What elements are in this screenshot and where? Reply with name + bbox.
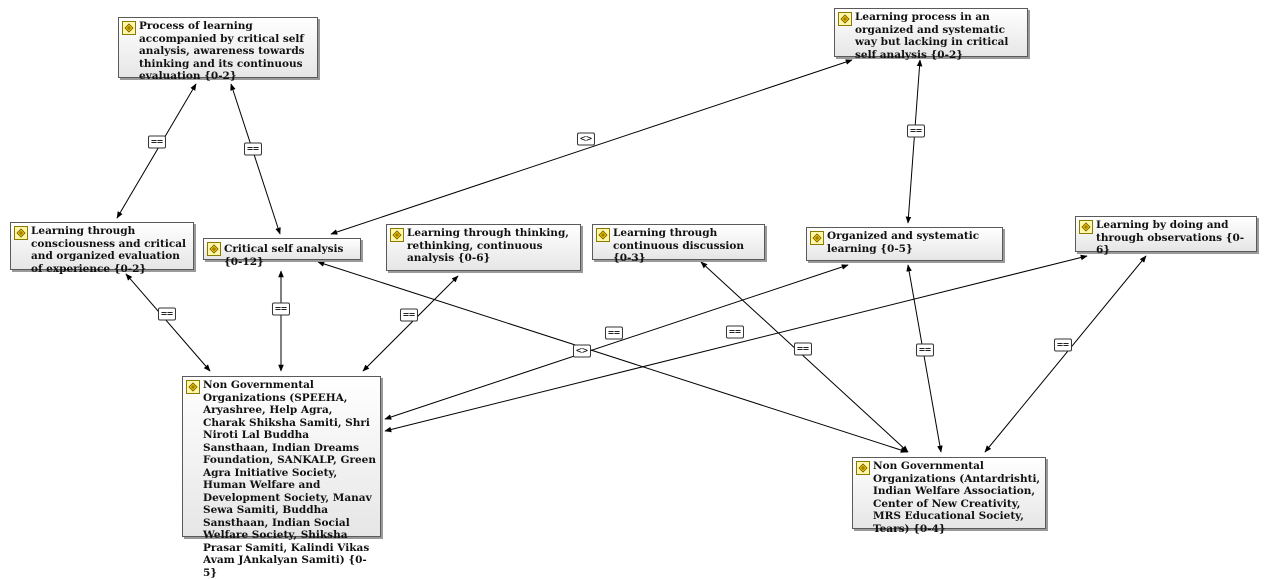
node-doing[interactable]: Learning by doing and through observatio… bbox=[1075, 216, 1257, 256]
edge-process_learning-critical_self bbox=[230, 83, 281, 235]
node-label: Learning through continuous discussion {… bbox=[613, 227, 745, 264]
node-thinking[interactable]: Learning through thinking, rethinking, c… bbox=[386, 224, 581, 271]
edge-label: == bbox=[793, 342, 813, 356]
code-icon bbox=[390, 228, 404, 242]
node-label: Learning through consciousness and criti… bbox=[31, 225, 187, 275]
node-process-learning[interactable]: Process of learning accompanied by criti… bbox=[118, 17, 318, 82]
edge-doing-ngo1 bbox=[384, 254, 1088, 433]
node-organized-lacking[interactable]: Learning process in an organized and sys… bbox=[834, 8, 1028, 61]
node-consciousness[interactable]: Learning through consciousness and criti… bbox=[10, 222, 194, 275]
edge-label: == bbox=[725, 325, 745, 339]
edge-label: == bbox=[243, 142, 263, 156]
node-ngo-group-1[interactable]: Non Governmental Organizations (SPEEHA, … bbox=[182, 376, 381, 579]
code-icon bbox=[14, 226, 28, 240]
edge-label: <> bbox=[572, 344, 592, 358]
node-label: Non Governmental Organizations (Antardri… bbox=[873, 460, 1041, 535]
code-icon bbox=[856, 461, 870, 475]
node-label: Learning process in an organized and sys… bbox=[855, 11, 1009, 61]
edge-label: <> bbox=[576, 132, 596, 146]
code-icon bbox=[596, 228, 610, 242]
edge-organized_learning-ngo2 bbox=[906, 264, 943, 453]
node-label: Process of learning accompanied by criti… bbox=[139, 20, 305, 82]
code-icon bbox=[122, 21, 136, 35]
node-label: Organized and systematic learning {0-5} bbox=[827, 230, 980, 255]
edge-organized_lacking-critical_self bbox=[330, 59, 853, 235]
code-icon bbox=[207, 242, 221, 256]
edge-critical_self-ngo2 bbox=[317, 261, 908, 453]
edge-label: == bbox=[157, 307, 177, 321]
edge-consciousness-ngo1 bbox=[125, 273, 211, 372]
edge-label: == bbox=[604, 326, 624, 340]
code-icon bbox=[810, 231, 824, 245]
edge-doing-ngo2 bbox=[984, 255, 1147, 453]
code-icon bbox=[186, 380, 200, 394]
edges-layer bbox=[116, 59, 1147, 453]
edge-label: == bbox=[1053, 338, 1073, 352]
code-icon bbox=[838, 12, 852, 26]
edge-thinking-ngo1 bbox=[362, 275, 459, 372]
edge-process_learning-consciousness bbox=[116, 83, 197, 219]
edge-label: == bbox=[271, 302, 291, 316]
edge-organized_lacking-organized_learning bbox=[905, 59, 923, 224]
node-label: Non Governmental Organizations (SPEEHA, … bbox=[203, 379, 376, 579]
edge-label: == bbox=[399, 308, 419, 322]
edge-label: == bbox=[147, 135, 167, 149]
node-label: Learning by doing and through observatio… bbox=[1096, 219, 1245, 256]
node-ngo-group-2[interactable]: Non Governmental Organizations (Antardri… bbox=[852, 457, 1046, 535]
node-discussion[interactable]: Learning through continuous discussion {… bbox=[592, 224, 765, 264]
code-icon bbox=[1079, 220, 1093, 234]
node-label: Learning through thinking, rethinking, c… bbox=[407, 227, 569, 264]
edge-label: == bbox=[915, 343, 935, 357]
node-label: Critical self analysis {0-12} bbox=[224, 243, 344, 268]
edge-discussion-ngo2 bbox=[700, 261, 909, 453]
edge-organized_learning-ngo1 bbox=[384, 264, 849, 420]
node-critical-self-analysis[interactable]: Critical self analysis {0-12} bbox=[203, 238, 361, 268]
node-organized-learning[interactable]: Organized and systematic learning {0-5} bbox=[806, 227, 1003, 261]
edge-label: == bbox=[906, 124, 926, 138]
